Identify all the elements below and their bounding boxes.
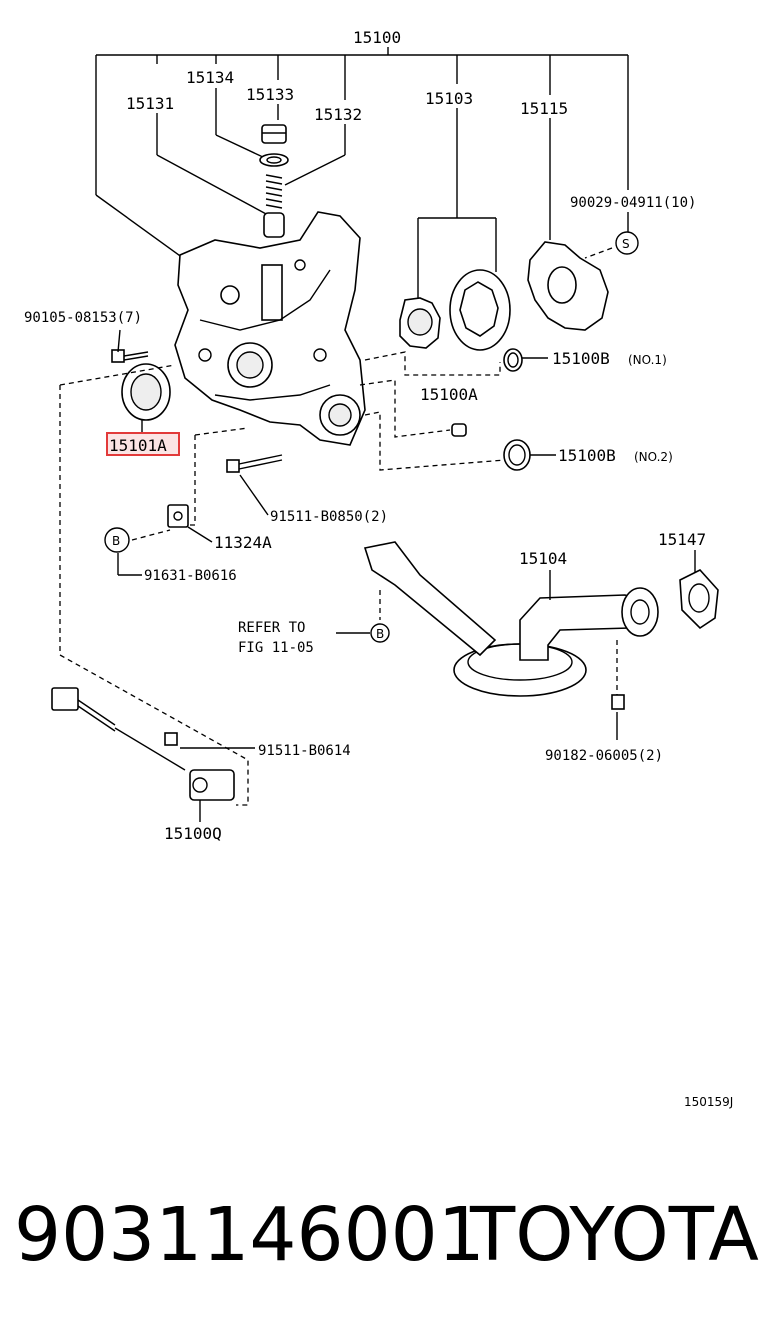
b-marker: B [112, 534, 120, 548]
s-marker-circle [615, 231, 639, 255]
label-90029-04911: 90029-04911(10) [570, 195, 696, 211]
dashed-references [59, 247, 618, 806]
label-15100q: 15100Q [164, 824, 222, 843]
drive-gear [527, 241, 609, 331]
label-91511-b0614: 91511-B0614 [258, 743, 351, 759]
oil-pump-rotors [399, 269, 511, 351]
label-15104: 15104 [519, 549, 567, 568]
label-15132: 15132 [314, 105, 362, 124]
label-15131: 15131 [126, 94, 174, 113]
oil-pressure-sensor [51, 687, 235, 801]
label-15103: 15103 [425, 89, 473, 108]
label-15101a: 15101A [109, 436, 167, 455]
label-15100b-no2-note: (NO.2) [634, 450, 673, 464]
label-15100b-no1-note: (NO.1) [628, 353, 667, 367]
o-rings [451, 348, 531, 471]
s-marker: S [622, 237, 630, 251]
label-11324a: 11324A [214, 533, 272, 552]
oil-seal [121, 363, 171, 421]
leaders [117, 329, 696, 822]
label-15100b-no2: 15100B [558, 446, 616, 465]
highlight-box [106, 432, 180, 456]
figure-code: 150159J [684, 1095, 733, 1109]
relief-valve-parts [259, 124, 289, 238]
part-number: 9031146001 [14, 1192, 485, 1278]
label-15100a: 15100A [420, 385, 478, 404]
label-15147: 15147 [658, 530, 706, 549]
b-marker2-circle [370, 623, 390, 643]
refer-to-line2: FIG 11-05 [238, 640, 314, 656]
label-91511-b0850: 91511-B0850(2) [270, 509, 388, 525]
bolts [111, 349, 625, 710]
b-marker2: B [376, 627, 384, 641]
label-15115: 15115 [520, 99, 568, 118]
leader-15100 [95, 47, 629, 300]
oil-pump-body [174, 211, 366, 446]
label-91631-b0616: 91631-B0616 [144, 568, 237, 584]
label-15133: 15133 [246, 85, 294, 104]
label-15134: 15134 [186, 68, 234, 87]
b-marker-circle [104, 527, 130, 553]
oil-strainer [363, 541, 719, 697]
label-15100b-no1: 15100B [552, 349, 610, 368]
label-90182-06005: 90182-06005(2) [545, 748, 663, 764]
refer-to-line1: REFER TO [238, 620, 305, 636]
label-15100: 15100 [353, 28, 401, 47]
label-90105-08153: 90105-08153(7) [24, 310, 142, 326]
brand-name: TOYOTA [470, 1192, 759, 1278]
